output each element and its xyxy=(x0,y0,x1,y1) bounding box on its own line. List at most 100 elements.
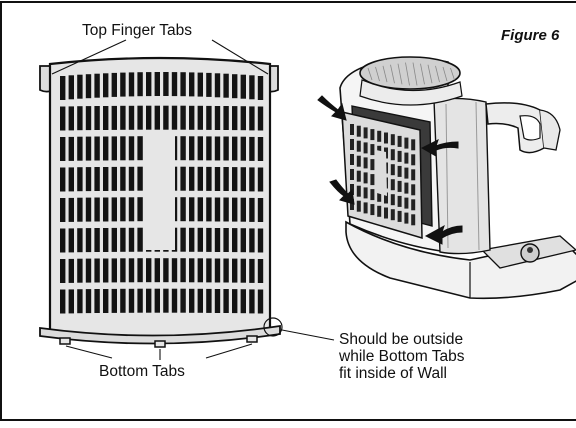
grille-slot xyxy=(197,136,203,161)
grille-slot xyxy=(111,72,117,97)
mini-slot xyxy=(404,152,409,164)
grille-slot xyxy=(77,167,83,192)
vent-line xyxy=(390,64,395,84)
grille-slot xyxy=(77,289,83,314)
vent-line xyxy=(367,67,373,81)
mini-slot xyxy=(370,174,375,186)
mini-slot xyxy=(390,164,395,176)
mini-slot xyxy=(363,157,368,169)
grille-slot xyxy=(111,258,117,283)
grille-slot xyxy=(189,288,195,313)
grille-slot xyxy=(206,72,212,97)
bottom-tab-center xyxy=(154,340,166,348)
grille-slot xyxy=(223,228,229,252)
grille-slot xyxy=(137,197,143,222)
mini-slot xyxy=(404,212,409,224)
mini-slot xyxy=(356,125,361,137)
grille-slot xyxy=(60,76,66,100)
grille-slot xyxy=(120,288,126,313)
grille-slot xyxy=(214,136,221,161)
mini-slot xyxy=(363,127,368,139)
grille-slot xyxy=(214,167,221,191)
grille-slot xyxy=(137,166,143,191)
grille-slot xyxy=(171,72,178,97)
mini-slot xyxy=(350,154,354,165)
grille-slot xyxy=(249,167,255,192)
grille-slot xyxy=(94,289,100,313)
grille-slot xyxy=(68,228,74,253)
grille-slot xyxy=(180,288,186,313)
mini-slot xyxy=(397,150,402,162)
grille-slot xyxy=(77,136,83,161)
grille-slot xyxy=(137,136,143,161)
grille-slot xyxy=(146,258,152,283)
grille-slot xyxy=(257,137,264,161)
grille-slot xyxy=(180,72,186,97)
grille-slot xyxy=(103,258,109,283)
vent-line xyxy=(412,62,418,86)
grille-slot xyxy=(197,258,203,283)
grille-slot xyxy=(223,73,229,98)
mini-slot xyxy=(397,195,402,207)
grille-slot xyxy=(111,105,117,130)
mini-slot xyxy=(356,200,361,212)
grille-slot xyxy=(214,197,221,222)
leader-bottom-right xyxy=(205,343,253,359)
note-line-1: Should be outside xyxy=(339,331,464,348)
grille-slot xyxy=(180,105,186,130)
vent-line xyxy=(435,65,440,83)
grille-slot xyxy=(120,227,126,252)
grille-slot xyxy=(257,228,264,253)
grille-slot xyxy=(214,258,221,283)
mini-slot xyxy=(411,169,416,181)
grille-slot xyxy=(197,288,203,313)
leader-top-left xyxy=(51,39,127,75)
grille-slot xyxy=(120,105,126,130)
grille-slot xyxy=(111,136,117,161)
grille-slot xyxy=(60,289,66,314)
grille-slot xyxy=(189,136,195,161)
grille-slot xyxy=(163,72,169,96)
grille-slot xyxy=(223,167,229,191)
mini-slot xyxy=(404,197,409,209)
grille-slot xyxy=(214,289,221,313)
grille-slot xyxy=(249,197,255,222)
grille-slot xyxy=(146,105,152,130)
grille-slot xyxy=(137,72,143,97)
leader-bottom-left xyxy=(65,345,113,359)
grille-slot xyxy=(189,227,195,252)
grille-slot xyxy=(171,258,178,283)
grille-slot xyxy=(249,258,255,283)
grille-slot xyxy=(68,258,74,283)
grille-slot xyxy=(120,136,126,161)
grille-slot xyxy=(85,289,92,314)
mini-slot xyxy=(363,142,368,154)
mini-slot xyxy=(411,154,416,166)
grille-slots xyxy=(60,72,264,314)
grille-slot xyxy=(223,136,229,161)
appliance-illustration xyxy=(317,56,576,300)
grille-slot xyxy=(103,136,109,161)
leader-note xyxy=(281,329,335,341)
grille-slot xyxy=(128,227,135,252)
label-bottom-tabs: Bottom Tabs xyxy=(99,363,185,380)
vent-line xyxy=(397,63,403,85)
grille-slot xyxy=(257,76,264,100)
mini-slot xyxy=(384,192,388,204)
mini-slot xyxy=(350,139,354,150)
grille-slot xyxy=(206,288,212,313)
grille-slot xyxy=(77,74,83,99)
mini-slot xyxy=(397,210,402,222)
grille-slot xyxy=(180,197,186,222)
grille-slot xyxy=(232,197,238,222)
grille-slot xyxy=(85,197,92,222)
grille-slot xyxy=(249,75,255,100)
grille-slot xyxy=(240,228,246,253)
label-top-finger-tabs: Top Finger Tabs xyxy=(82,22,192,39)
grille-slot xyxy=(197,72,203,97)
vent-line xyxy=(427,64,433,84)
grille-slot xyxy=(137,288,143,313)
mini-slot xyxy=(356,140,361,152)
